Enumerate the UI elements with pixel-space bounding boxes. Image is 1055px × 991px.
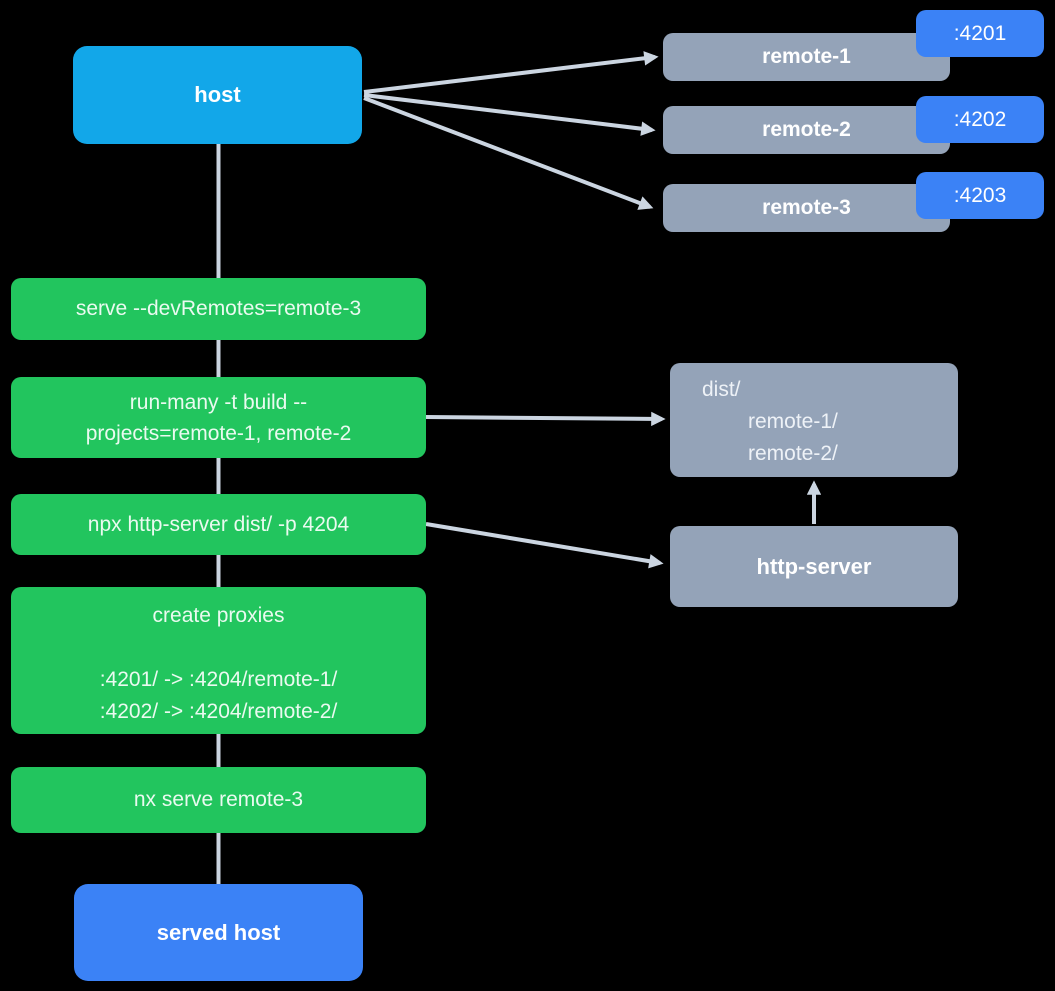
badge-port-4202: :4202 (916, 96, 1044, 143)
edge-npx-http-server (425, 522, 664, 569)
served-host-label: served host (156, 919, 281, 945)
step-http-server-cmd-label: npx http-server dist/ -p 4204 (87, 512, 350, 536)
dist-entry-remote-2: remote-2/ (748, 442, 838, 465)
dist-entry-remote-1: remote-1/ (748, 410, 838, 433)
edge-host-remote-3 (363, 96, 654, 210)
node-step-http-server-cmd: npx http-server dist/ -p 4204 (11, 494, 426, 555)
node-remote-2: remote-2 (663, 106, 950, 154)
node-host: host (73, 46, 362, 144)
node-step-serve: serve --devRemotes=remote-3 (11, 278, 426, 340)
step-build-line-2: projects=remote-1, remote-2 (85, 421, 352, 445)
edge-host-remote-1 (363, 51, 659, 94)
port-4203-label: :4203 (953, 183, 1007, 207)
node-step-serve-remote-3: nx serve remote-3 (11, 767, 426, 833)
node-step-build: run-many -t build -- projects=remote-1, … (11, 377, 426, 458)
edge-host-remote-2 (363, 93, 656, 136)
remote-2-label: remote-2 (762, 118, 851, 141)
node-dist-folder: dist/ remote-1/ remote-2/ (670, 363, 958, 477)
node-step-create-proxies: create proxies :4201/ -> :4204/remote-1/… (11, 587, 426, 734)
node-remote-1: remote-1 (663, 33, 950, 81)
step-serve-label: serve --devRemotes=remote-3 (75, 297, 362, 320)
remote-1-label: remote-1 (762, 45, 851, 68)
remote-3-label: remote-3 (762, 196, 851, 219)
badge-port-4203: :4203 (916, 172, 1044, 219)
step-build-line-1: run-many -t build -- (129, 390, 308, 414)
step-serve-remote-3-label: nx serve remote-3 (133, 788, 304, 811)
http-server-label: http-server (756, 553, 872, 579)
badge-port-4201: :4201 (916, 10, 1044, 57)
node-served-host: served host (74, 884, 363, 981)
edge-build-dist (425, 411, 666, 427)
proxy-mapping-1: :4201/ -> :4204/remote-1/ (99, 668, 338, 691)
dist-folder-title: dist/ (702, 378, 741, 401)
create-proxies-title: create proxies (152, 604, 285, 627)
host-label: host (194, 82, 241, 107)
node-remote-3: remote-3 (663, 184, 950, 232)
port-4202-label: :4202 (953, 107, 1007, 131)
node-http-server: http-server (670, 526, 958, 607)
port-4201-label: :4201 (953, 21, 1007, 45)
proxy-mapping-2: :4202/ -> :4204/remote-2/ (99, 700, 338, 723)
